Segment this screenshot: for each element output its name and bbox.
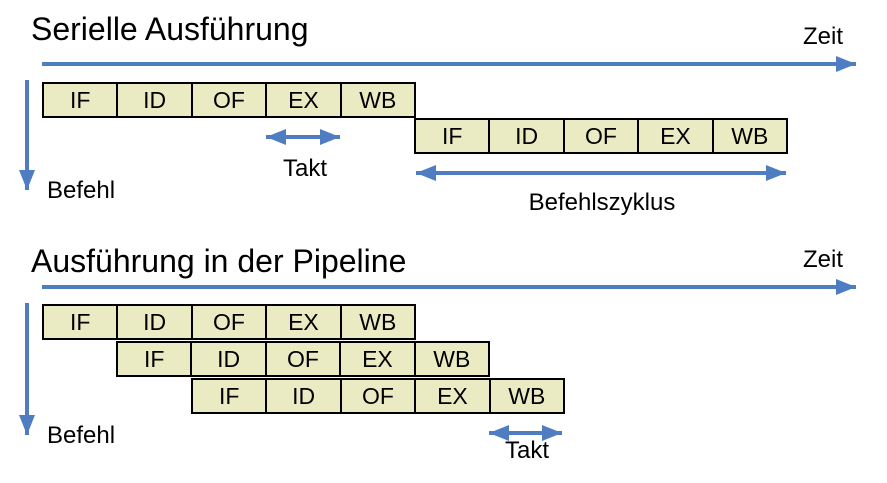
- takt-label-pipeline: Takt: [504, 437, 549, 464]
- stage-cell-wb: WB: [339, 84, 414, 116]
- stage-cell-wb: WB: [339, 306, 414, 338]
- stage-cell-of: OF: [264, 343, 339, 375]
- stage-cell-of: OF: [339, 380, 414, 412]
- befehlszyklus-label: Befehlszyklus: [528, 189, 676, 216]
- stage-cell-id: ID: [116, 306, 190, 338]
- stage-cell-id: ID: [488, 120, 562, 152]
- stage-cell-if: IF: [143, 345, 165, 372]
- stage-cell-if: IF: [69, 308, 91, 335]
- pipeline-section-title: Ausführung in der Pipeline: [31, 243, 407, 279]
- stage-cell-if: IF: [69, 86, 91, 113]
- stage-cell-ex: EX: [265, 306, 339, 338]
- befehl-axis-label-pipeline: Befehl: [47, 422, 116, 449]
- serial-instruction-2-row: IF ID OF EX WB: [414, 118, 788, 154]
- stage-cell-wb: WB: [711, 120, 786, 152]
- pipeline-instruction-3-row: IF ID OF EX WB: [191, 378, 565, 414]
- stage-cell-of: OF: [190, 306, 265, 338]
- stage-cell-if: IF: [218, 382, 240, 409]
- stage-cell-of: OF: [562, 120, 637, 152]
- stage-cell-if: IF: [441, 122, 463, 149]
- stage-cell-wb: WB: [413, 343, 488, 375]
- takt-label-serial: Takt: [282, 155, 327, 182]
- zeit-axis-label-pipeline: Zeit: [802, 246, 843, 273]
- serial-instruction-1-row: IF ID OF EX WB: [42, 82, 416, 118]
- stage-cell-wb: WB: [488, 380, 563, 412]
- zeit-axis-label-serial: Zeit: [802, 23, 843, 50]
- stage-cell-ex: EX: [637, 120, 711, 152]
- pipeline-instruction-1-row: IF ID OF EX WB: [42, 304, 416, 340]
- stage-cell-of: OF: [190, 84, 265, 116]
- stage-cell-ex: EX: [339, 343, 413, 375]
- befehl-axis-label-serial: Befehl: [47, 177, 116, 204]
- stage-cell-id: ID: [265, 380, 339, 412]
- stage-cell-id: ID: [190, 343, 264, 375]
- stage-cell-ex: EX: [414, 380, 488, 412]
- serial-section-title: Serielle Ausführung: [31, 11, 309, 47]
- stage-cell-ex: EX: [265, 84, 339, 116]
- pipeline-instruction-2-row: IF ID OF EX WB: [116, 341, 490, 377]
- stage-cell-id: ID: [116, 84, 190, 116]
